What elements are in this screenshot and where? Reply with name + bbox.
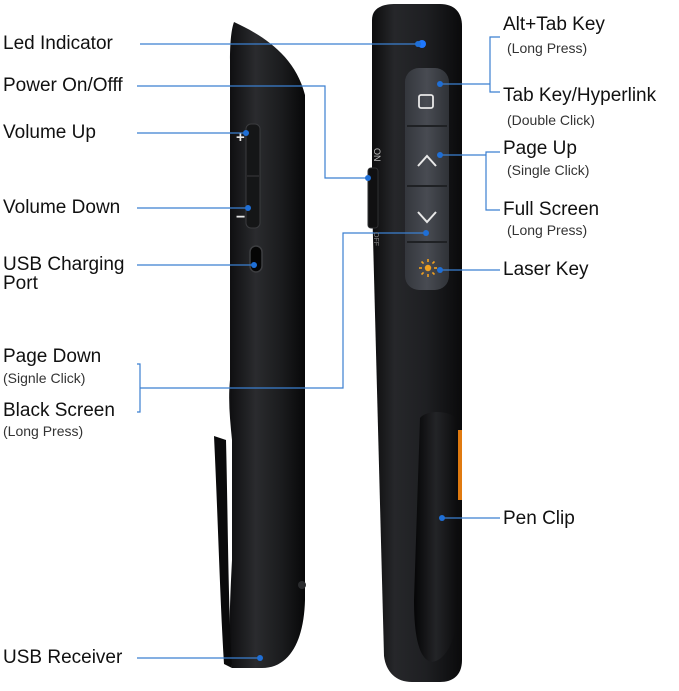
usb-c-port: [249, 245, 263, 273]
label-volume-down: Volume Down: [3, 197, 121, 218]
label-page-down-sub: (Signle Click): [3, 370, 86, 386]
label-alt-tab: Alt+Tab Key: [503, 14, 605, 35]
front-view-device: [367, 4, 462, 682]
receiver-release: [298, 581, 306, 589]
button-panel: [405, 68, 449, 290]
chevron-up-icon[interactable]: [417, 154, 437, 167]
pen-clip: [414, 412, 458, 662]
label-page-down: Page Down: [3, 346, 102, 367]
label-tab-key: Tab Key/Hyperlink: [503, 85, 657, 106]
label-black-screen: Black Screen: [3, 400, 115, 421]
label-alt-tab-sub: (Long Press): [507, 40, 588, 56]
label-black-screen-sub: (Long Press): [3, 423, 84, 439]
volume-plus-glyph: +: [236, 129, 245, 146]
label-pen-clip: Pen Clip: [503, 508, 575, 529]
chevron-down-icon[interactable]: [417, 211, 437, 224]
side-body: [229, 22, 305, 668]
label-laser-key: Laser Key: [503, 259, 589, 280]
power-switch[interactable]: [367, 167, 379, 229]
label-tab-key-sub: (Double Click): [507, 112, 595, 128]
switch-off-label: OFF: [372, 232, 379, 246]
label-led-indicator: Led Indicator: [3, 33, 113, 54]
label-page-up-sub: (Single Click): [507, 162, 590, 178]
label-usb-charging-port: Port: [3, 273, 38, 294]
side-view-device: [214, 22, 306, 668]
label-page-up: Page Up: [503, 138, 577, 159]
side-clip: [214, 436, 232, 668]
label-full-screen: Full Screen: [503, 199, 600, 220]
leader-lines: [137, 36, 500, 661]
square-outline-icon[interactable]: [418, 94, 434, 109]
laser-sun-icon[interactable]: [419, 259, 437, 277]
switch-on-label: ON: [372, 148, 382, 162]
label-volume-up: Volume Up: [3, 122, 96, 143]
label-power: Power On/Offf: [3, 75, 123, 96]
label-usb-charging: USB Charging: [3, 254, 125, 275]
volume-minus-glyph: −: [236, 209, 245, 226]
clip-accent: [458, 430, 462, 500]
label-full-screen-sub: (Long Press): [507, 222, 588, 238]
label-usb-receiver: USB Receiver: [3, 647, 123, 668]
